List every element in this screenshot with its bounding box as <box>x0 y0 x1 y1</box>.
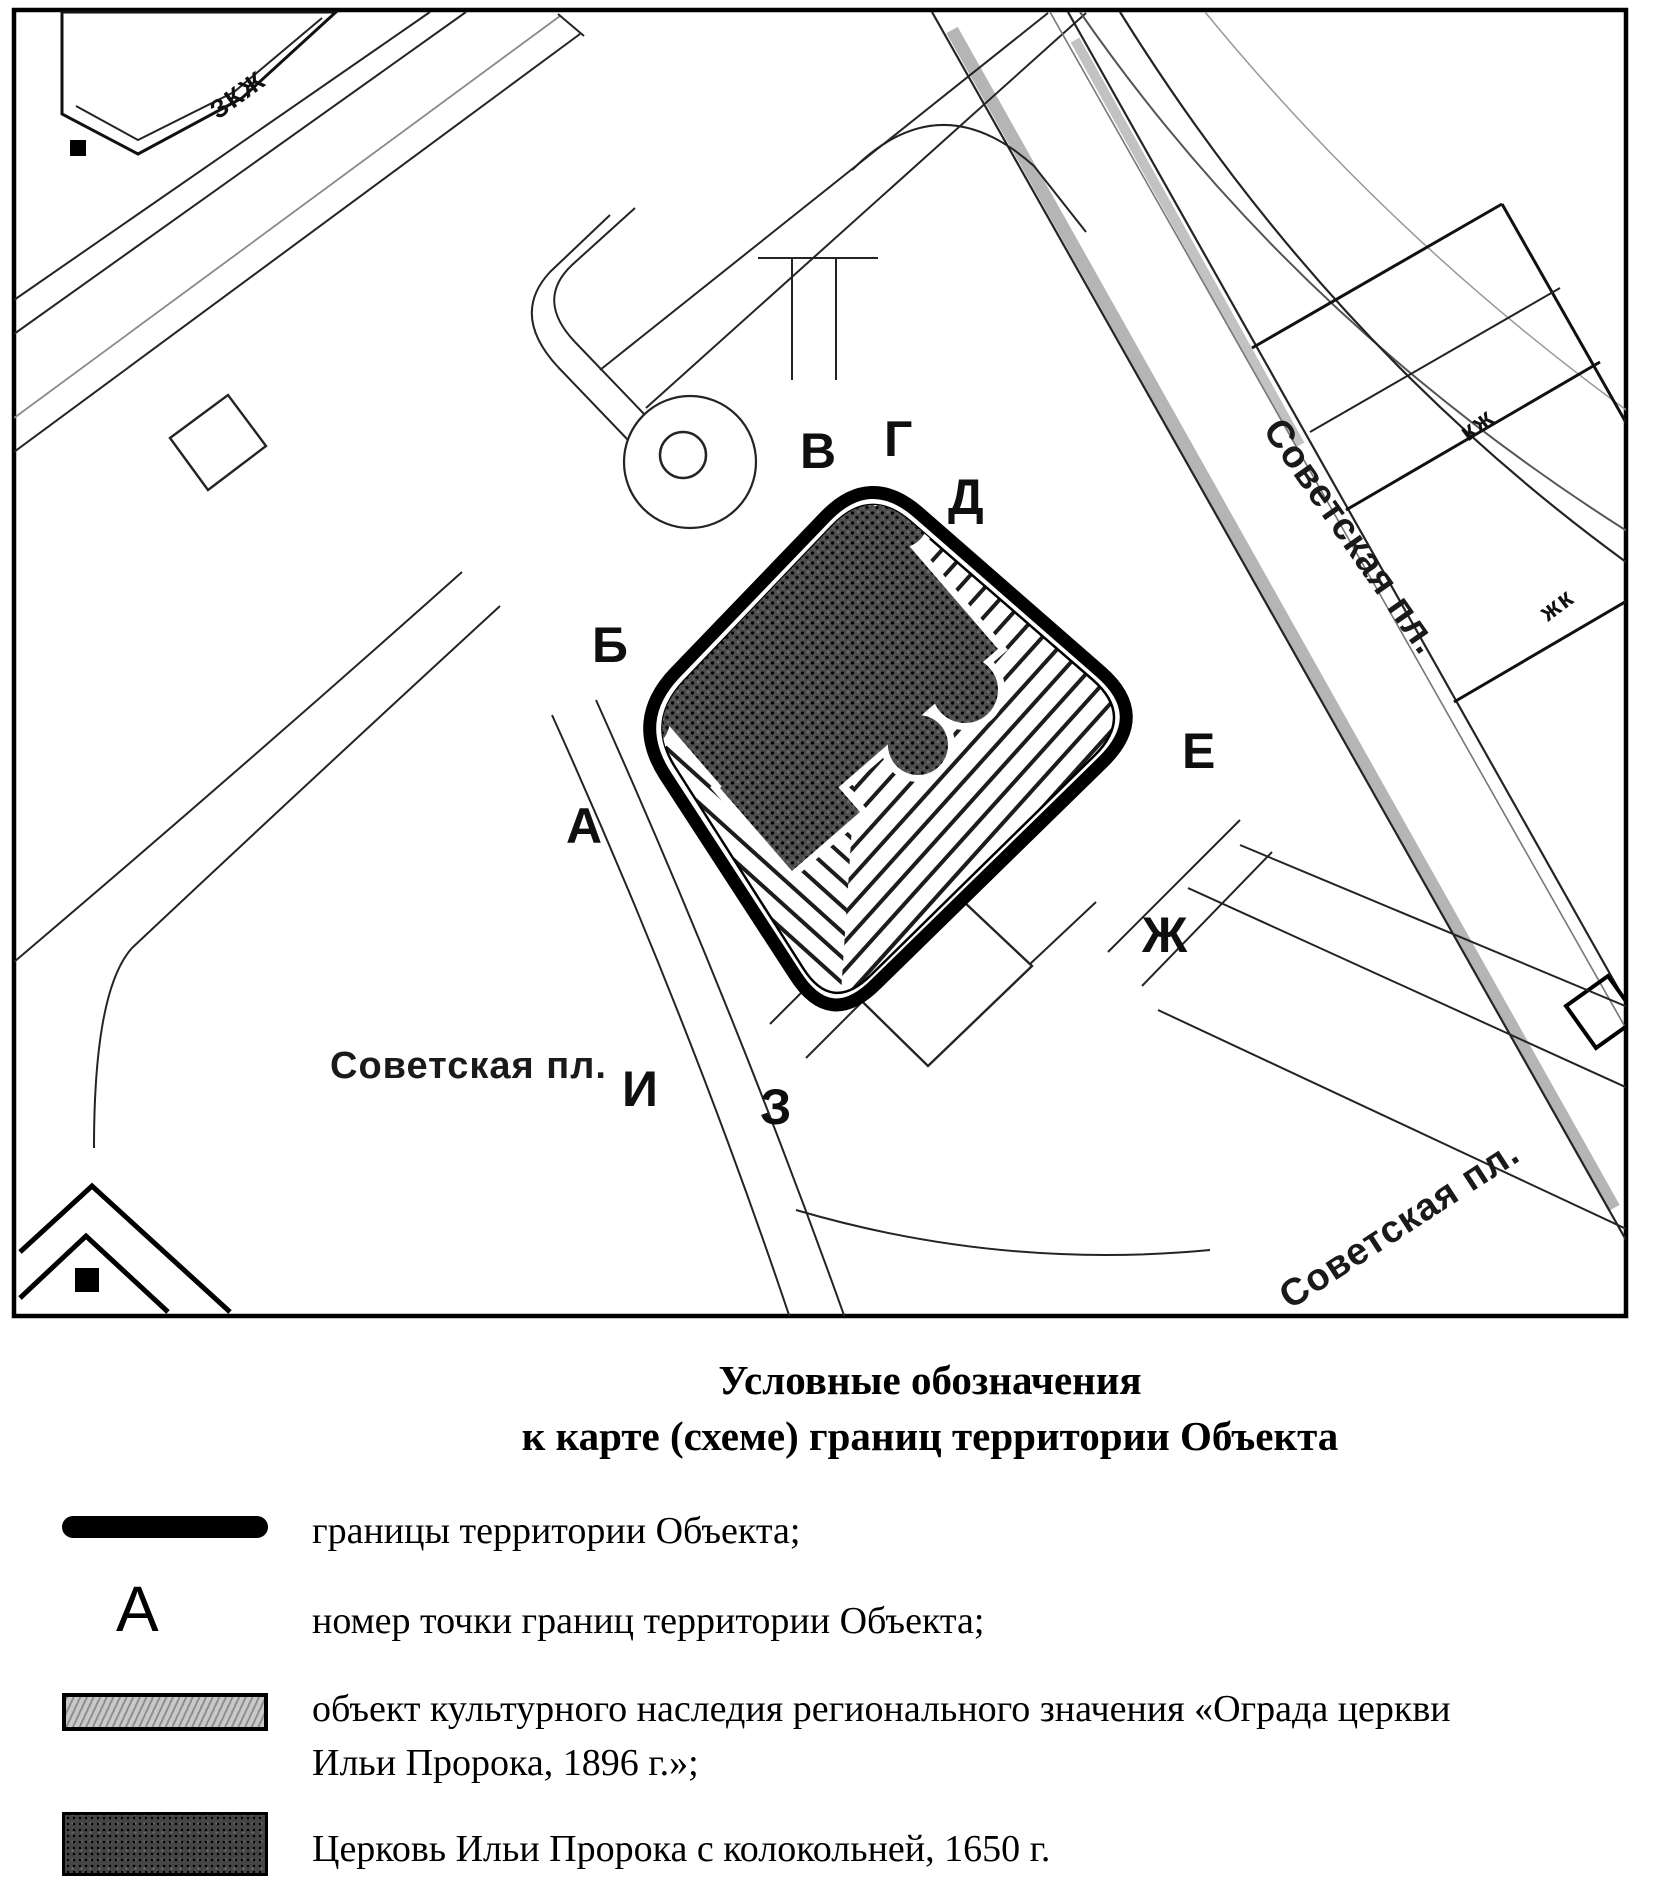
park-curve <box>1079 11 1626 532</box>
point-label-ZH: Ж <box>1141 907 1188 963</box>
legend-item-point-text: номер точки границ территории Объекта; <box>312 1600 985 1642</box>
small-building <box>1563 973 1626 1051</box>
avenue-gray-shoulder2 <box>1070 37 1305 448</box>
building-thick-outline <box>18 1232 170 1314</box>
block-edge <box>1453 599 1626 704</box>
building-inner-line <box>75 17 323 142</box>
plaza-edge <box>795 1209 1211 1256</box>
park-curve <box>1119 11 1626 564</box>
street-line <box>557 13 585 37</box>
roundabout-inner <box>658 430 708 480</box>
legend-item-fence-text: объект культурного наследия региональног… <box>312 1682 1451 1790</box>
legend-title-line1: Условные обозначения <box>718 1357 1142 1403</box>
street-line <box>14 11 431 301</box>
map-area: А Б В Г Д Е Ж З И Советская пл. Советска… <box>11 7 1629 1319</box>
street-line <box>645 12 1087 409</box>
walkway <box>805 1001 863 1059</box>
legend-fence-text-line1: объект культурного наследия региональног… <box>312 1688 1451 1730</box>
legend-item-boundary-text: границы территории Объекта; <box>312 1510 801 1552</box>
legend-item-church-text: Церковь Ильи Пророка с колокольней, 1650… <box>312 1828 1051 1870</box>
point-label-Z: З <box>760 1079 791 1135</box>
point-label-B: Б <box>592 617 628 673</box>
building-thick-outline <box>18 1182 232 1314</box>
street-line <box>599 12 1049 371</box>
street-line <box>93 605 501 1149</box>
territory <box>643 486 1133 1012</box>
small-dark-structure <box>75 1268 99 1292</box>
walkway <box>1033 165 1087 233</box>
street-label-sovetskaya-horizontal: Советская пл. <box>330 1045 607 1087</box>
legend-title: Условные обозначения к карте (схеме) гра… <box>206 1352 1654 1464</box>
street-line <box>1107 819 1241 953</box>
street-line <box>14 571 463 963</box>
building-block-outline <box>60 10 340 156</box>
point-label-V: В <box>800 423 836 479</box>
point-label-A: А <box>566 798 602 854</box>
walkway <box>1029 901 1097 965</box>
street-network <box>14 10 1626 1316</box>
street-line <box>14 33 581 453</box>
street-line <box>1187 887 1626 1089</box>
small-block <box>168 393 268 492</box>
avenue-gray-shoulder <box>946 26 1620 1212</box>
legend-swatch-point-letter: А <box>116 1573 159 1645</box>
block-edge <box>1500 203 1626 426</box>
street-line <box>595 699 846 1316</box>
street-line <box>14 11 467 335</box>
avenue-curb <box>1049 11 1626 1031</box>
point-label-D: Д <box>948 469 984 525</box>
street-line <box>14 15 561 419</box>
walkway <box>574 341 646 416</box>
walkway <box>557 366 629 441</box>
legend-swatch-fence-hatch <box>62 1693 268 1731</box>
roundabout-outer <box>622 394 758 530</box>
city-map: А Б В Г Д Е Ж З И Советская пл. Советска… <box>11 7 1629 1319</box>
street-line <box>1141 851 1273 987</box>
legend-swatch-church-fill <box>62 1812 268 1876</box>
walkway <box>553 207 636 343</box>
legend-swatch-boundary-line <box>62 1516 268 1538</box>
street-line <box>1239 844 1626 1008</box>
legend-title-line2: к карте (схеме) границ территории Объект… <box>521 1413 1339 1459</box>
avenue-right-edge <box>1067 11 1626 1005</box>
point-label-I: И <box>622 1061 658 1117</box>
walkway <box>530 214 611 368</box>
street-line <box>1157 1009 1626 1231</box>
block-edge <box>1251 202 1503 350</box>
legend-fence-text-line2: Ильи Пророка, 1896 г.»; <box>312 1742 699 1784</box>
block-edge <box>1345 360 1601 512</box>
street-line <box>551 714 791 1316</box>
park-curve <box>1204 11 1626 411</box>
point-label-E: Е <box>1182 723 1215 779</box>
block-inner-line <box>1309 287 1561 433</box>
small-dark-structure <box>70 140 86 156</box>
point-label-G: Г <box>884 411 912 467</box>
